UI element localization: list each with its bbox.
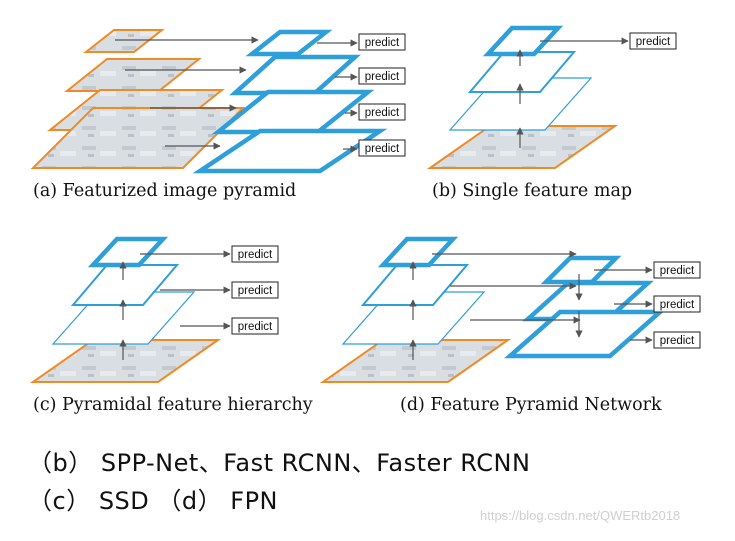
panel-c-predict-3-label: predict <box>238 321 273 333</box>
panel-a-feature-level-2 <box>229 54 361 96</box>
panel-c-predict-3-box <box>231 317 279 335</box>
panel-d-predict-2-box <box>653 295 701 313</box>
panel-a-predict-4-label: predict <box>365 143 400 155</box>
caption-panel-a: (a) Featurized image pyramid <box>33 181 297 201</box>
panel-b-feature-level-2 <box>467 51 577 93</box>
panel-a-predict-3-label: predict <box>365 107 400 119</box>
panel-d-predict-1-box <box>653 261 701 279</box>
panel-b-image <box>426 125 619 169</box>
panel-c-predict-2-label: predict <box>238 285 273 297</box>
panel-a-feature-level-1 <box>245 29 333 57</box>
panel-a-predict-1-box <box>358 33 406 51</box>
panel-c-predict-2-box <box>231 281 279 299</box>
panel-c-predict-1-box <box>231 245 279 263</box>
panel-b-predict-label: predict <box>636 36 671 48</box>
note-line-1: （b） SPP-Net、Fast RCNN、Faster RCNN <box>28 449 531 477</box>
panel-c-predict-1-label: predict <box>238 249 273 261</box>
panel-c-image <box>29 339 222 383</box>
panel-d-predict-3-box <box>653 331 701 349</box>
panel-d-predict-3-label: predict <box>660 335 695 347</box>
panel-a-predict-2-label: predict <box>365 71 400 83</box>
caption-panel-d: (d) Feature Pyramid Network <box>400 395 662 415</box>
panel-c-feature-level-3 <box>87 236 169 268</box>
panel-b-predict-box <box>629 32 677 50</box>
panel-d-feature-level-3 <box>377 236 459 268</box>
panel-d-predict-2-label: predict <box>660 299 695 311</box>
panel-a-image-level-4 <box>30 107 246 169</box>
panel-a-feature-level-3 <box>211 89 375 135</box>
panel-a-predict-4-box <box>358 139 406 157</box>
panel-a-image-level-1 <box>83 29 165 53</box>
caption-panel-c: (c) Pyramidal feature hierarchy <box>33 395 313 415</box>
panel-d-predict-1-label: predict <box>660 265 695 277</box>
panel-d-image <box>319 339 512 383</box>
panel-a-feature-level-4 <box>192 128 388 174</box>
panel-a-predict-2-box <box>358 67 406 85</box>
watermark-text: https://blog.csdn.net/QWERtb2018 <box>480 508 681 523</box>
note-line-2: （c） SSD （d） FPN <box>28 487 278 515</box>
panel-a-image-level-2 <box>64 58 202 92</box>
caption-panel-b: (b) Single feature map <box>432 181 633 201</box>
panel-a-predict-3-box <box>358 103 406 121</box>
panel-a-predict-1-label: predict <box>365 37 400 49</box>
